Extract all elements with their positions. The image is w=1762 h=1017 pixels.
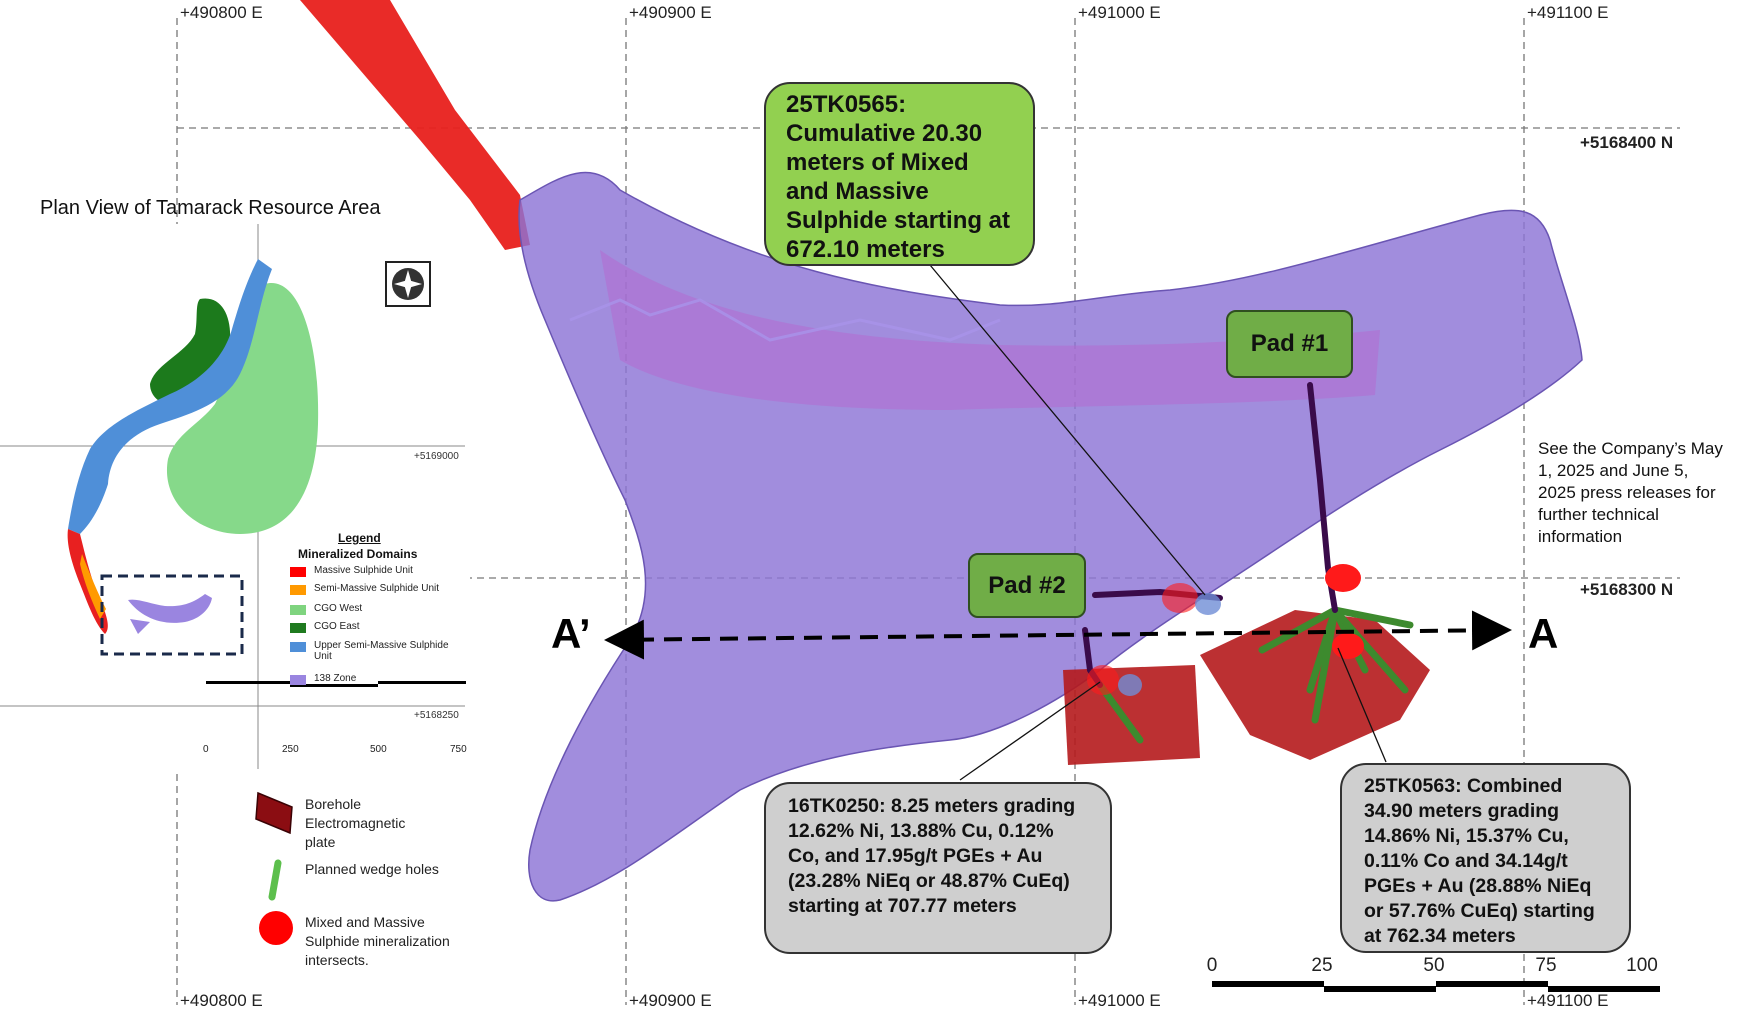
legend-label-cgo-east: CGO East	[314, 621, 360, 632]
wedge-hole-key-icon	[268, 859, 282, 901]
inset-map-svg	[0, 224, 466, 769]
leader-tk0565	[929, 264, 1206, 596]
northing-label-5168400: +5168400 N	[1580, 133, 1674, 152]
section-label-a-prime: A’	[551, 610, 591, 657]
easting-label-bottom-1: +490800 E	[180, 991, 263, 1010]
section-line	[604, 610, 1512, 660]
northing-label-5168300: +5168300 N	[1580, 580, 1674, 599]
callout-16tk0250: 16TK0250: 8.25 meters grading 12.62% Ni,…	[764, 782, 1112, 954]
zone-138-shading	[600, 250, 1380, 410]
callout-25tk0565: 25TK0565: Cumulative 20.30 meters of Mix…	[764, 82, 1035, 266]
key-label-wedge-holes: Planned wedge holes	[305, 861, 439, 877]
upper-semi-massive-shape	[68, 259, 272, 534]
intersect-key-icon	[259, 911, 293, 945]
legend-swatch-cgo-east	[290, 623, 306, 633]
em-plate-key-icon	[255, 791, 293, 835]
semi-massive-shape	[80, 554, 106, 619]
callout-25tk0563: 25TK0563: Combined 34.90 meters grading …	[1340, 763, 1631, 953]
legend-label-cgo-west: CGO West	[314, 603, 363, 614]
inset-scale-bar	[206, 681, 466, 687]
key-label-em-plate: Borehole Electromagnetic plate	[305, 796, 406, 850]
legend-swatch-massive	[290, 567, 306, 577]
legend-swatch-upper-semi-massive	[290, 642, 306, 652]
legend-label-semi-massive: Semi-Massive Sulphide Unit	[314, 583, 440, 594]
massive-sulphide-tail	[300, 0, 530, 250]
inset-scale-500: 500	[370, 744, 387, 755]
press-release-note: See the Company’s May 1, 2025 and June 5…	[1538, 439, 1723, 546]
scale-label-0: 0	[1206, 955, 1218, 976]
compass-icon	[385, 261, 431, 307]
zone-138-ridge	[569, 298, 1001, 342]
legend-label-138-zone: 138 Zone	[314, 673, 357, 684]
cgo-west-shape	[166, 283, 319, 534]
inset-northing-5168250: +5168250	[414, 710, 459, 721]
key-label-intersects: Mixed and Massive Sulphide mineralizatio…	[305, 914, 450, 968]
easting-label-top-1: +490800 E	[180, 3, 263, 22]
pad-2-label: Pad #2	[968, 553, 1086, 618]
legend-label-upper-semi-massive: Upper Semi-Massive Sulphide Unit	[314, 640, 449, 662]
legend-swatch-cgo-west	[290, 605, 306, 615]
legend-swatch-138-zone	[290, 675, 306, 685]
leader-tk0250	[959, 681, 1101, 781]
inset-plan-view: Plan View of Tamarack Resource Area +516…	[0, 197, 470, 769]
easting-label-bottom-3: +491000 E	[1078, 991, 1161, 1010]
scale-label-75: 75	[1535, 955, 1557, 976]
easting-label-top-3: +491000 E	[1078, 3, 1161, 22]
scale-label-50: 50	[1423, 955, 1445, 976]
inset-scale-250: 250	[282, 744, 299, 755]
zone-138-inset-shape	[128, 594, 212, 634]
scale-label-100: 100	[1626, 955, 1658, 976]
section-label-a: A	[1528, 610, 1559, 657]
main-scale-bar	[1212, 981, 1660, 992]
inset-scale-0: 0	[203, 744, 209, 755]
inset-northing-5169000: +5169000	[414, 451, 459, 462]
easting-label-top-2: +490900 E	[629, 3, 712, 22]
easting-label-bottom-2: +490900 E	[629, 991, 712, 1010]
inset-title: Plan View of Tamarack Resource Area	[40, 197, 381, 219]
legend-title: Legend	[338, 531, 381, 545]
zone-138-highlight-box	[100, 574, 244, 656]
legend-label-massive: Massive Sulphide Unit	[314, 565, 413, 576]
callout-leaders	[929, 264, 1387, 781]
legend-subtitle: Mineralized Domains	[298, 547, 418, 561]
legend-swatch-semi-massive	[290, 585, 306, 595]
easting-label-bottom-4: +491100 E	[1527, 991, 1609, 1010]
easting-label-top-4: +491100 E	[1527, 3, 1609, 22]
scale-label-25: 25	[1311, 955, 1333, 976]
symbol-key-svg	[255, 791, 293, 945]
inset-scale-750: 750	[450, 744, 467, 755]
leader-tk0563	[1337, 647, 1387, 763]
pad-1-label: Pad #1	[1226, 310, 1353, 378]
